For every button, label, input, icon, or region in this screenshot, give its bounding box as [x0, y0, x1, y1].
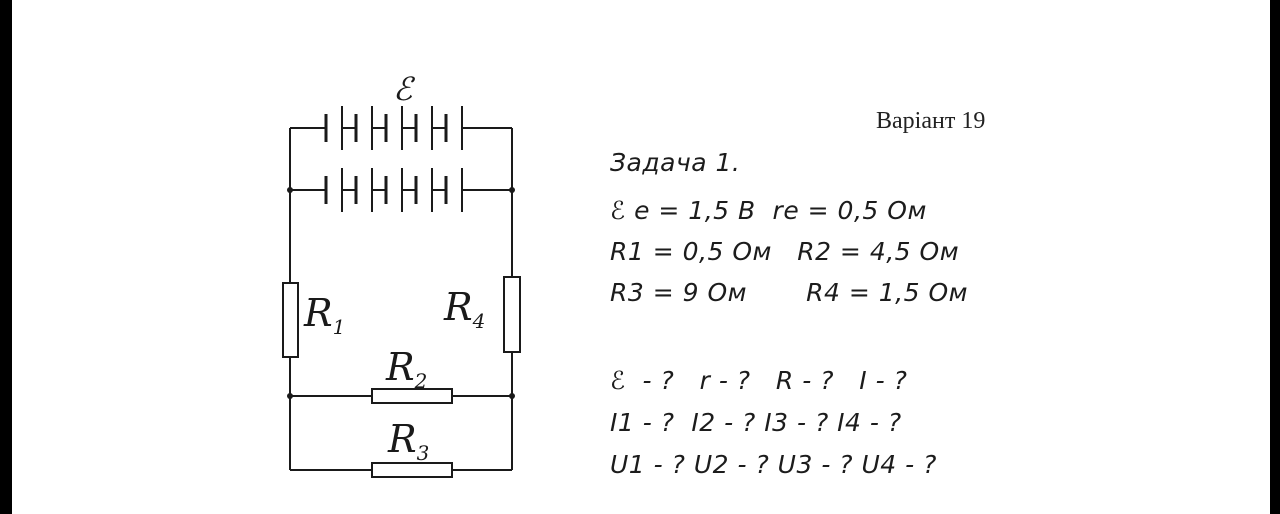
r2-branch: [290, 388, 512, 404]
find-line-3: U1 - ? U2 - ? U3 - ? U4 - ?: [610, 450, 937, 479]
r4-label: R4: [443, 285, 485, 333]
task-title: Задача 1.: [610, 148, 741, 177]
find-line-1: ℰ - ? r - ? R - ? I - ?: [610, 366, 908, 395]
resistor-r2: [371, 388, 453, 404]
circuit-diagram: ℰ R1 R4 R2 R3: [282, 70, 521, 478]
resistor-r1: [282, 282, 299, 358]
emf-label: ℰ: [393, 70, 416, 108]
r1-label: R1: [303, 291, 345, 339]
resistor-r3: [371, 462, 453, 478]
battery-row-2: [290, 168, 512, 212]
find-line-2: I1 - ? I2 - ? I3 - ? I4 - ?: [610, 408, 902, 437]
r3-branch: [290, 462, 512, 478]
junction-dots: [287, 187, 515, 399]
given-line-2: R1 = 0,5 Ом R2 = 4,5 Ом: [610, 237, 960, 266]
resistor-r4: [503, 276, 521, 353]
r2-label: R2: [385, 345, 427, 393]
left-black-border: [0, 0, 12, 514]
battery-row-1: [290, 106, 512, 150]
variant-label: Варіант 19: [876, 108, 986, 134]
given-line-1: ℰ e = 1,5 В re = 0,5 Ом: [610, 196, 927, 225]
r3-label: R3: [387, 417, 429, 465]
right-black-border: [1270, 0, 1280, 514]
given-line-3: R3 = 9 Ом R4 = 1,5 Ом: [610, 278, 968, 307]
